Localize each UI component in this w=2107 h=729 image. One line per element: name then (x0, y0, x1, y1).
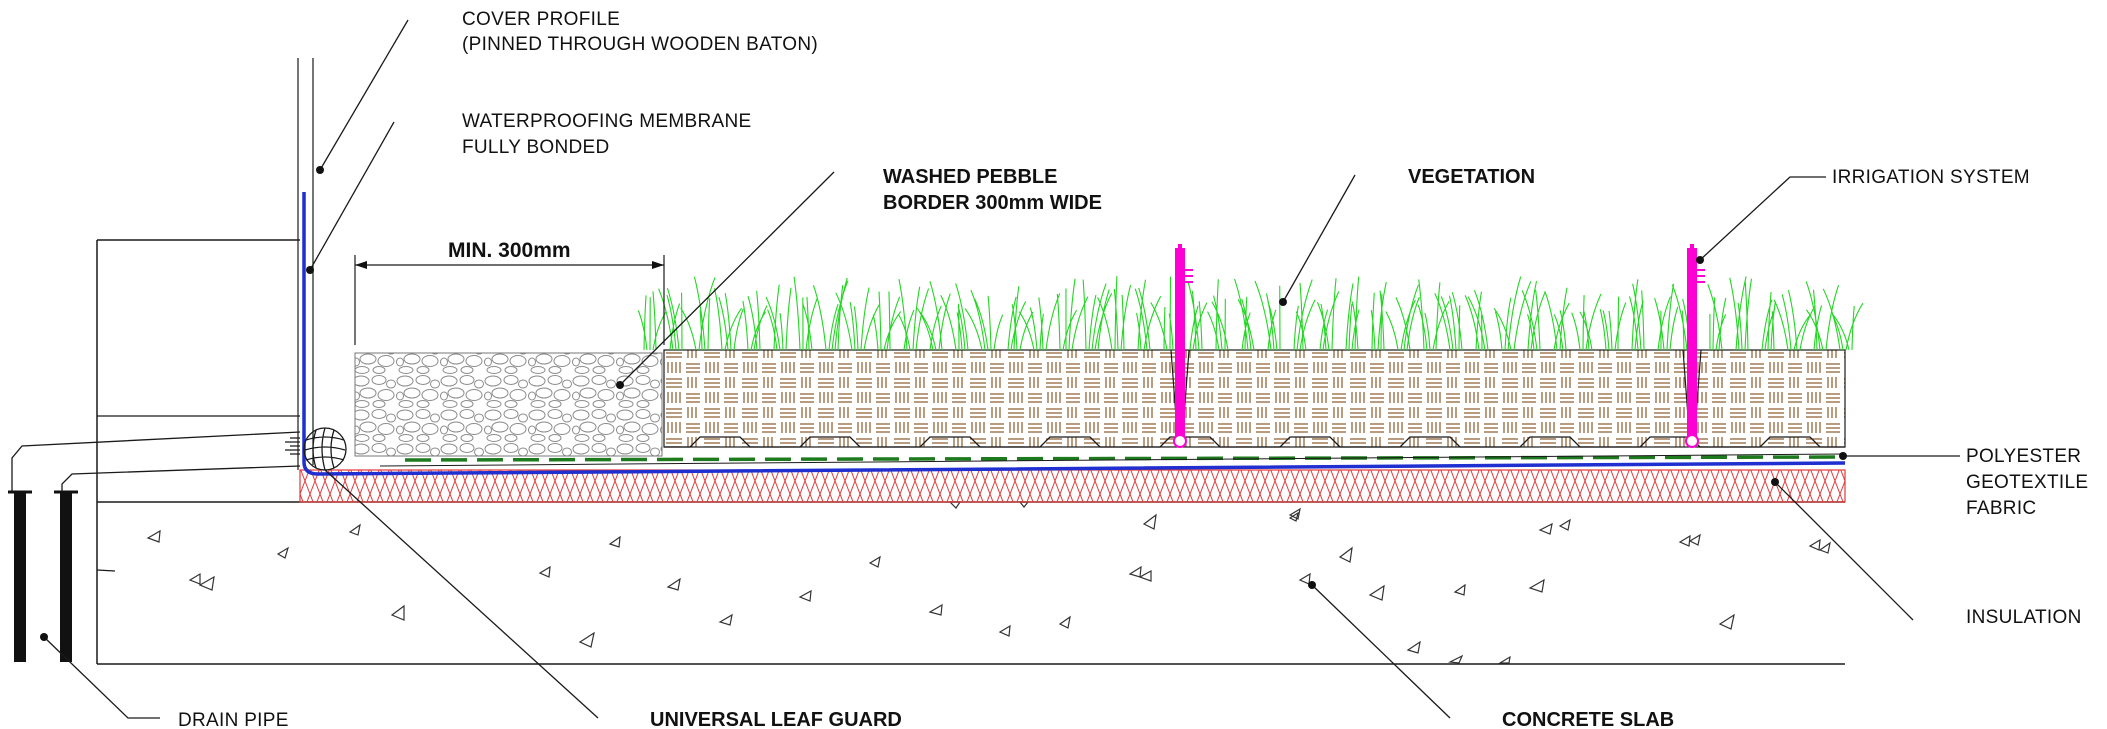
label-concrete: CONCRETE SLAB (1502, 709, 1674, 729)
irrigation-unit-2 (1682, 244, 1705, 448)
insulation-layer (299, 469, 1846, 503)
label-insulation: INSULATION (1966, 607, 2082, 628)
label-geotextile-2: GEOTEXTILE (1966, 472, 2088, 493)
label-cover-profile: COVER PROFILE (462, 9, 620, 30)
label-drain-pipe: DRAIN PIPE (178, 710, 289, 729)
waterproofing-membrane (302, 192, 1846, 476)
growing-substrate (663, 349, 1846, 448)
concrete-aggregate (146, 501, 1831, 664)
label-cover-profile-note: (PINNED THROUGH WOODEN BATON) (462, 34, 818, 55)
label-geotextile-3: FABRIC (1966, 498, 2036, 519)
leaf-guard (303, 427, 347, 471)
label-irrigation: IRRIGATION SYSTEM (1832, 167, 2030, 188)
dimension-label: MIN. 300mm (448, 239, 571, 262)
geotextile-fabric (404, 455, 1846, 462)
grass-blades (637, 276, 1864, 351)
label-membrane: WATERPROOFING MEMBRANE (462, 111, 752, 132)
irrigation-unit-1 (1170, 244, 1193, 448)
label-geotextile-1: POLYESTER (1966, 446, 2081, 467)
vegetation-grass (637, 276, 1864, 351)
min-300-dimension: MIN. 300mm (354, 239, 665, 345)
leader-lines (40, 19, 1960, 719)
drain-pipe (8, 490, 116, 662)
annotation-labels: COVER PROFILE (PINNED THROUGH WOODEN BAT… (178, 9, 2088, 729)
label-pebble-note: BORDER 300mm WIDE (883, 192, 1102, 214)
label-membrane-note: FULLY BONDED (462, 137, 610, 158)
label-pebble: WASHED PEBBLE (883, 166, 1057, 188)
label-leaf-guard: UNIVERSAL LEAF GUARD (650, 709, 902, 729)
drainage-board (664, 436, 1845, 448)
label-vegetation: VEGETATION (1408, 166, 1535, 188)
pebble-border (354, 352, 663, 457)
outlet-pipe (11, 431, 301, 492)
